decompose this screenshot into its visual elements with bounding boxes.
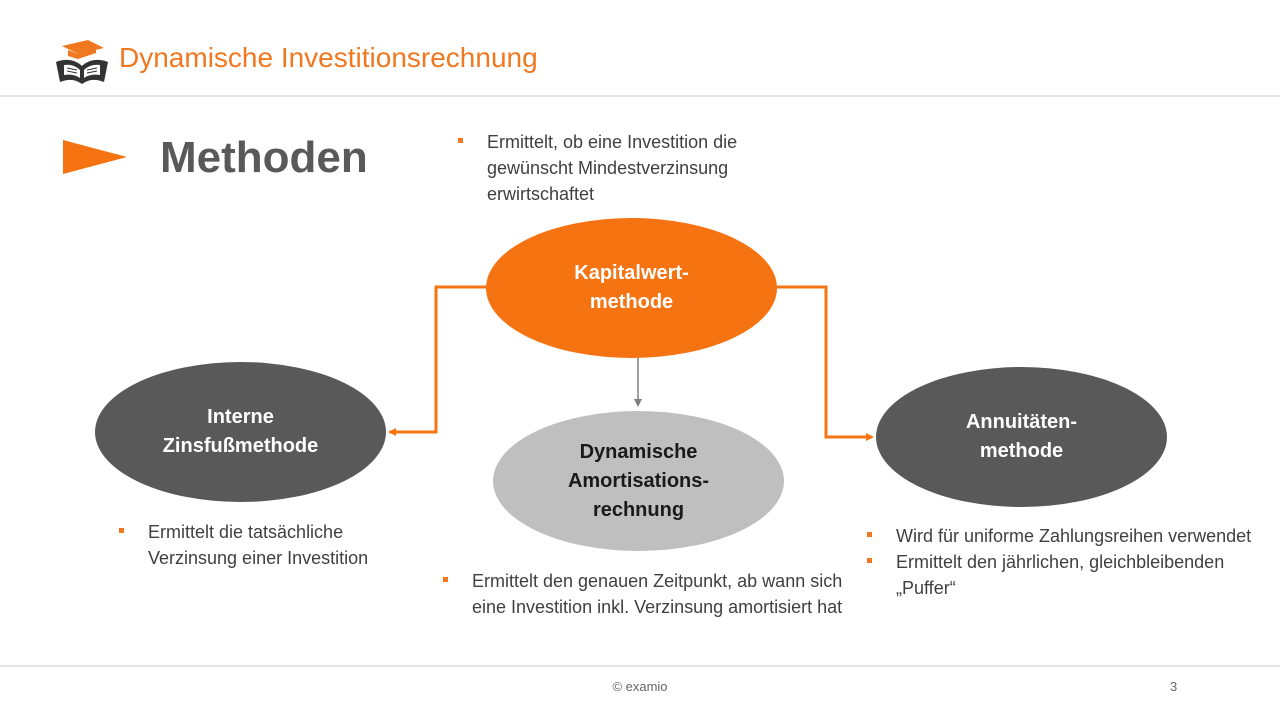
node-label-line: Kapitalwert- [574, 262, 689, 284]
node-dynamic-amortization: Dynamische Amortisations- rechnung [493, 411, 784, 551]
node-label-line: methode [589, 291, 674, 313]
node-label-line: Interne [207, 406, 274, 428]
header-divider [0, 95, 1280, 97]
bullet-item: Wird für uniforme Zahlungsreihen verwend… [867, 523, 1267, 549]
note-internal-rate: Ermittelt die tatsächliche Verzinsung ei… [119, 519, 419, 571]
footer-copyright: © examio [612, 679, 668, 694]
orange-arrow-icon [63, 140, 129, 181]
node-label-line: rechnung [592, 498, 685, 521]
node-internal-rate-method: Interne Zinsfußmethode [95, 362, 386, 502]
note-dynamic-amortization: Ermittelt den genauen Zeitpunkt, ab wann… [443, 568, 853, 620]
note-capital-value: Ermittelt, ob eine Investition die gewün… [458, 129, 788, 207]
slide-header-title: Dynamische Investitionsrechnung [119, 42, 538, 73]
bullet-item: Ermittelt den genauen Zeitpunkt, ab wann… [443, 568, 853, 620]
node-capital-value-method: Kapitalwert- methode [486, 218, 777, 358]
connector-to-internal-rate [388, 285, 486, 436]
node-label-line: methode [979, 440, 1064, 462]
node-annuity-method: Annuitäten- methode [876, 367, 1167, 507]
page-number: 3 [1170, 679, 1178, 694]
connector-to-annuity [777, 285, 874, 441]
node-label-line: Dynamische [579, 440, 698, 463]
bullet-item: Ermittelt, ob eine Investition die gewün… [458, 129, 788, 207]
node-label-line: Annuitäten- [965, 411, 1078, 433]
graduation-cap-book-icon [54, 38, 110, 86]
section-title: Methoden [160, 133, 368, 182]
note-annuity: Wird für uniforme Zahlungsreihen verwend… [867, 523, 1267, 601]
node-label-line: Zinsfußmethode [162, 435, 319, 457]
bullet-item: Ermittelt den jährlichen, gleichbleibend… [867, 549, 1267, 601]
node-label-line: Amortisations- [567, 469, 710, 492]
bullet-item: Ermittelt die tatsächliche Verzinsung ei… [119, 519, 419, 571]
footer-divider [0, 665, 1280, 667]
